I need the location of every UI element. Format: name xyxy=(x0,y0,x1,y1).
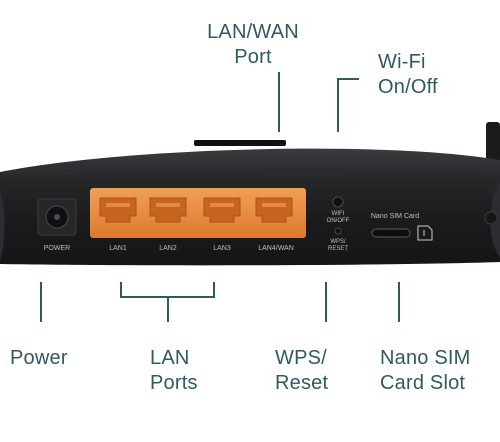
callout-wps-line1: WPS/ xyxy=(275,347,327,369)
callout-lan-wan-port-line1: LAN/WAN xyxy=(207,21,299,43)
power-jack-pin xyxy=(54,214,60,220)
callout-lan-ports: LAN Ports xyxy=(150,346,198,396)
leader-wifi-horizontal xyxy=(337,78,359,80)
sim-card-icon xyxy=(417,225,433,241)
leader-lan-right xyxy=(213,282,215,298)
lan3-label: LAN3 xyxy=(213,245,231,252)
lan-port-2 xyxy=(149,197,187,223)
callout-nano-sim-line1: Nano SIM xyxy=(380,347,471,369)
callout-wifi-on-off: Wi-Fi On/Off xyxy=(378,50,438,100)
callout-nano-sim: Nano SIM Card Slot xyxy=(380,346,471,396)
lan-port-3 xyxy=(203,197,241,223)
leader-nano-sim xyxy=(398,282,400,322)
callout-nano-sim-line2: Card Slot xyxy=(380,372,466,394)
router-left-edge xyxy=(0,190,5,262)
callout-lan-wan-port-line2: Port xyxy=(234,46,272,68)
wps-label-line1: WPS/ xyxy=(330,239,346,245)
top-vent xyxy=(194,140,286,146)
wps-reset-button[interactable] xyxy=(334,227,342,235)
wifi-label-line2: ON/OFF xyxy=(327,218,350,224)
nano-sim-title: Nano SIM Card xyxy=(371,213,419,220)
callout-wps-line2: Reset xyxy=(275,372,329,394)
callout-wifi-line2: On/Off xyxy=(378,76,438,98)
lan-wan-port-4 xyxy=(255,197,293,223)
lan-port-block xyxy=(90,188,306,238)
leader-wifi-vertical xyxy=(337,78,339,132)
lan-port-1 xyxy=(99,197,137,223)
lan2-label: LAN2 xyxy=(159,245,177,252)
right-screw xyxy=(484,211,498,225)
lan1-label: LAN1 xyxy=(109,245,127,252)
wps-label-line2: RESET xyxy=(328,246,348,252)
power-label: POWER xyxy=(44,245,70,252)
leader-lan-stem xyxy=(167,296,169,322)
leader-lan-wan-port xyxy=(278,72,280,132)
callout-wps-reset: WPS/ Reset xyxy=(275,346,328,396)
wifi-button[interactable] xyxy=(332,196,344,208)
leader-lan-left xyxy=(120,282,122,298)
leader-power xyxy=(40,282,42,322)
callout-power: Power xyxy=(10,346,68,371)
callout-lan-wan-port: LAN/WAN Port xyxy=(203,20,303,70)
callout-lan-ports-line1: LAN xyxy=(150,347,190,369)
sim-slot xyxy=(371,228,411,238)
leader-wps xyxy=(325,282,327,322)
callout-lan-ports-line2: Ports xyxy=(150,372,198,394)
callout-power-line1: Power xyxy=(10,347,68,369)
wifi-label-line1: WIFI xyxy=(332,211,345,217)
lan4-wan-label: LAN4/WAN xyxy=(258,245,294,252)
callout-wifi-line1: Wi-Fi xyxy=(378,51,426,73)
